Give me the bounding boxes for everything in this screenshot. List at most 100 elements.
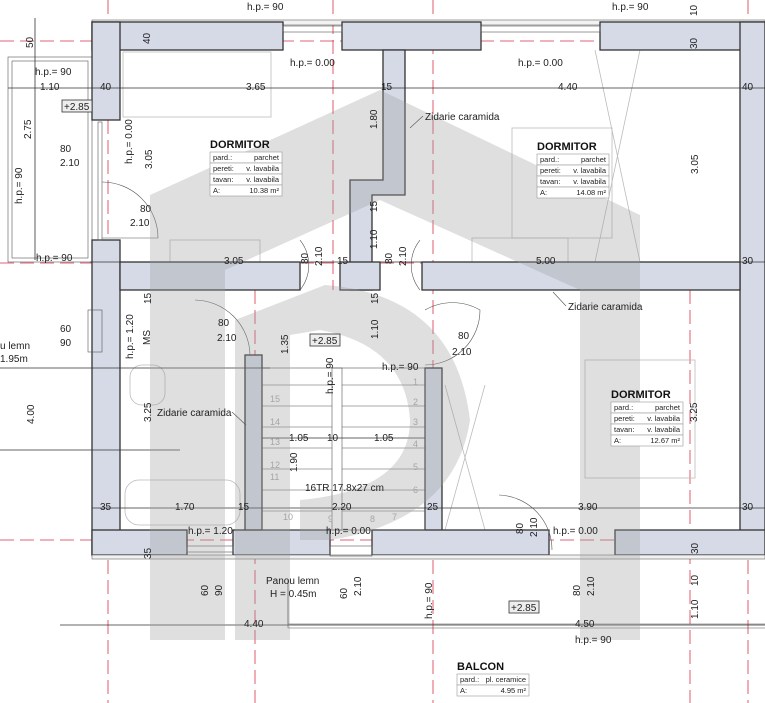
room-name: DORMITOR — [611, 389, 671, 401]
room-attr-value: parchet — [655, 403, 681, 412]
dimension-label: 80 — [140, 204, 152, 215]
room-attr-label: pard.: — [614, 403, 633, 412]
level-markers: +2.85+2.85+2.85 — [61, 99, 540, 614]
dimension-label: h.p.= 90 — [612, 2, 649, 13]
room-attr-label: A: — [460, 686, 467, 695]
dimension-label: h.p.= 0.00 — [290, 58, 335, 69]
dimension-label: 2.10 — [529, 517, 540, 537]
dimension-label: h.p.= 0.00 — [326, 526, 371, 537]
dimension-label: 50 — [25, 36, 36, 48]
dimension-label: 15 — [369, 200, 380, 212]
dimension-label: h.p.= 0.00 — [518, 58, 563, 69]
dimension-label: 4.00 — [26, 404, 37, 424]
room-attr-label: pard.: — [460, 675, 479, 684]
room-attr-label: A: — [540, 188, 547, 197]
stair-step-number: 5 — [413, 462, 418, 472]
room-attr-value: parchet — [254, 153, 280, 162]
stair-step-number: 12 — [270, 460, 280, 470]
dimension-label: 10 — [327, 433, 339, 444]
dimension-label: h.p.= 0.00 — [553, 526, 598, 537]
dimension-label: 80 — [572, 584, 583, 596]
stair-step-number: 2 — [413, 397, 418, 407]
room-attr-label: pereti: — [540, 166, 561, 175]
dimension-label: 1.05 — [374, 433, 394, 444]
dimension-label: 2.10 — [398, 246, 409, 266]
dimension-label: 15 — [143, 292, 154, 304]
dimension-label: 3.05 — [144, 149, 155, 169]
dimension-lines — [0, 18, 765, 626]
level-marker: +2.85 — [64, 102, 90, 113]
room-attr-value: v. lavabila — [246, 164, 280, 173]
stair-step-number: 10 — [283, 512, 293, 522]
dimension-label: h.p.= 90 — [247, 2, 284, 13]
dimension-label: 15 — [238, 502, 250, 513]
dimension-label: h.p.= 1.20 — [125, 314, 136, 359]
dimension-label: 35 — [143, 547, 154, 559]
dimension-label: 3.25 — [689, 402, 700, 422]
dimension-label: h.p.= 0.00 — [124, 119, 135, 164]
stair-step-number: 8 — [370, 514, 375, 524]
dimension-label: 3.05 — [224, 256, 244, 267]
dimension-label: h.p.= 90 — [382, 362, 419, 373]
dimension-label: 2.10 — [314, 246, 325, 266]
room-attr-value: v. lavabila — [647, 414, 681, 423]
dimension-label: 3.90 — [578, 502, 598, 513]
stairs-label: 16TR 17.8x27 cm — [305, 483, 384, 494]
dimension-label: 2.10 — [217, 333, 237, 344]
dimension-label: 15 — [370, 292, 381, 304]
stair-step-number: 4 — [413, 439, 418, 449]
dimension-label: 80 — [458, 331, 470, 342]
room-attr-label: pereti: — [614, 414, 635, 423]
room-attr-value: 14.08 m² — [576, 188, 606, 197]
dimension-label: 1.10 — [40, 82, 60, 93]
level-marker-box — [61, 99, 93, 113]
panel-height-label: H = 0.45m — [270, 589, 316, 600]
level-marker: +2.85 — [312, 336, 338, 347]
doors — [101, 181, 553, 551]
dimension-label: 2.10 — [586, 576, 597, 596]
dimension-label: 30 — [689, 37, 700, 49]
dimension-label: 90 — [60, 338, 72, 349]
dimension-label: 15 — [337, 256, 349, 267]
dimension-label: 30 — [742, 502, 754, 513]
dimension-label: 10 — [689, 4, 700, 16]
dimension-labels: h.p.= 90 h.p.= 90 50 40 h.p.= 0.00 h.p.= 0.00… — [14, 2, 754, 646]
dimension-label: 1.10 — [369, 229, 380, 249]
bath-mark: MS — [142, 330, 153, 345]
room-attr-label: tavan: — [614, 425, 634, 434]
panel-label: Panou lemn — [266, 576, 319, 587]
level-marker-box — [309, 333, 341, 347]
dimension-label: 40 — [742, 82, 754, 93]
room-attr-label: pard.: — [540, 155, 559, 164]
dimension-label: 1.35 — [280, 334, 291, 354]
dimension-label: 30 — [690, 542, 701, 554]
room-attr-value: pl. ceramice — [486, 675, 526, 684]
dimension-label: 80 — [60, 144, 72, 155]
dimension-label: 1.80 — [369, 109, 380, 129]
room-attr-value: v. lavabila — [647, 425, 681, 434]
dimension-label: 3.05 — [690, 154, 701, 174]
stair-step-number: 1 — [413, 377, 418, 387]
dimension-label: 5.00 — [536, 256, 556, 267]
room-attr-value: v. lavabila — [246, 175, 280, 184]
room-attr-label: pard.: — [213, 153, 232, 162]
dimension-label: 40 — [142, 32, 153, 44]
panel-height-cut: 1.95m — [0, 354, 28, 365]
stair-step-number: 13 — [270, 437, 280, 447]
dimension-label: 2.75 — [23, 119, 34, 139]
room-attr-value: 4.95 m² — [501, 686, 527, 695]
room-name: DORMITOR — [537, 141, 597, 153]
stair-step-number: 9 — [328, 514, 333, 524]
dimension-label: h.p.= 90 — [575, 635, 612, 646]
dimension-label: 40 — [100, 82, 112, 93]
room-name: DORMITOR — [210, 139, 270, 151]
annotations: Zidarie caramida Zidarie caramida Zidari… — [0, 112, 643, 600]
room-attr-label: pereti: — [213, 164, 234, 173]
stair-step-number: 15 — [270, 394, 280, 404]
dimension-label: 2.10 — [452, 347, 472, 358]
room-attr-value: parchet — [581, 155, 607, 164]
dimension-label: 60 — [339, 587, 350, 599]
room-name: BALCON — [457, 661, 504, 673]
